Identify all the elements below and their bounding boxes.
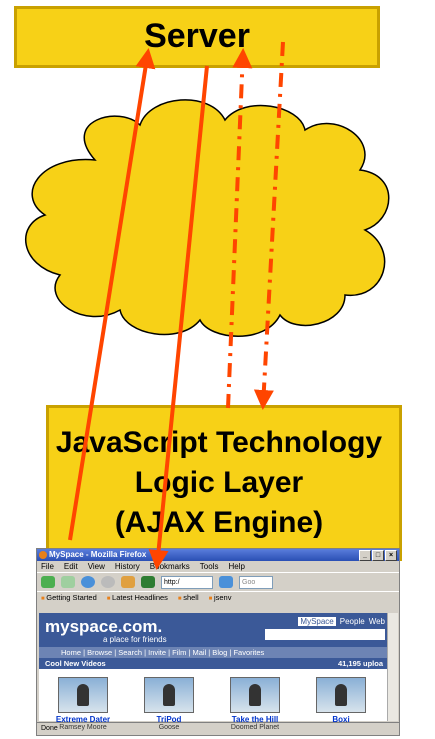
nav-toolbar: http:/ Goo [37, 572, 399, 591]
bookmarks-toolbar: Getting Started Latest Headlines shell j… [37, 591, 399, 604]
status-bar: Done [37, 722, 399, 735]
site-search-input[interactable] [265, 629, 385, 640]
go-icon[interactable] [219, 576, 233, 588]
maximize-button[interactable]: □ [372, 550, 384, 561]
page-content: myspace.com. a place for friends MySpace… [39, 613, 387, 731]
video-item[interactable]: Take the Hill Doomed Planet [219, 677, 291, 731]
search-tabs: MySpace People Web [298, 617, 385, 626]
video-author: Doomed Planet [230, 724, 280, 731]
myspace-header: myspace.com. a place for friends MySpace… [39, 613, 387, 647]
bookmark-icon[interactable] [141, 576, 155, 588]
bookmark-shell[interactable]: shell [178, 592, 198, 604]
video-title[interactable]: Take the Hill [231, 715, 279, 724]
stop-icon[interactable] [101, 576, 115, 588]
url-input[interactable]: http:/ [161, 575, 213, 589]
video-title[interactable]: Boxi [332, 715, 350, 724]
search-tab-myspace[interactable]: MySpace [298, 617, 336, 626]
vertical-scrollbar[interactable] [387, 613, 398, 721]
menu-file[interactable]: File [41, 562, 54, 571]
close-button[interactable]: × [385, 550, 397, 561]
browser-window: MySpace - Mozilla Firefox _ □ × File Edi… [36, 548, 400, 736]
myspace-tagline: a place for friends [103, 635, 167, 644]
menu-bar: File Edit View History Bookmarks Tools H… [37, 561, 399, 572]
engine-label-line3: (AJAX Engine) [114, 506, 324, 539]
menu-edit[interactable]: Edit [63, 562, 78, 571]
browser-title: MySpace - Mozilla Firefox [49, 550, 147, 559]
ajax-engine-box: JavaScript Technology Logic Layer (AJAX … [46, 405, 402, 561]
site-nav[interactable]: Home | Browse | Search | Invite | Film |… [39, 647, 387, 658]
video-title[interactable]: Extreme Dater [55, 715, 111, 724]
back-icon[interactable] [41, 576, 55, 588]
video-author: Goose [158, 724, 180, 731]
video-item[interactable]: Boxi [305, 677, 377, 731]
engine-label-line1: JavaScript Technology [55, 426, 383, 459]
video-thumbnail[interactable] [58, 677, 108, 713]
video-author: Ramsey Moore [59, 724, 107, 731]
server-label: Server [144, 17, 250, 55]
menu-view[interactable]: View [87, 562, 105, 571]
bookmark-jsenv[interactable]: jsenv [209, 592, 232, 604]
search-tab-people[interactable]: People [339, 617, 365, 626]
video-list: Extreme Dater Ramsey Moore TriPod Goose … [39, 669, 387, 731]
video-item[interactable]: Extreme Dater Ramsey Moore [47, 677, 119, 731]
myspace-logo[interactable]: myspace.com. [45, 617, 163, 636]
section-header: Cool New Videos 41,195 uploa [39, 658, 387, 669]
search-tab-web[interactable]: Web [368, 617, 385, 626]
video-item[interactable]: TriPod Goose [133, 677, 205, 731]
video-title[interactable]: TriPod [156, 715, 182, 724]
forward-icon[interactable] [61, 576, 75, 588]
upload-count: 41,195 uploa [337, 659, 383, 668]
video-thumbnail[interactable] [316, 677, 366, 713]
section-title: Cool New Videos [45, 659, 106, 668]
reload-icon[interactable] [81, 576, 95, 588]
video-thumbnail[interactable] [144, 677, 194, 713]
minimize-button[interactable]: _ [359, 550, 371, 561]
firefox-icon [39, 551, 47, 559]
home-icon[interactable] [121, 576, 135, 588]
engine-label-line2: Logic Layer [134, 466, 304, 499]
bookmark-latest-headlines[interactable]: Latest Headlines [107, 592, 168, 604]
video-thumbnail[interactable] [230, 677, 280, 713]
search-input[interactable]: Goo [239, 575, 273, 589]
server-box: Server [14, 6, 380, 68]
browser-titlebar: MySpace - Mozilla Firefox _ □ × [37, 549, 399, 561]
menu-tools[interactable]: Tools [199, 562, 219, 571]
menu-bookmarks[interactable]: Bookmarks [149, 562, 190, 571]
menu-history[interactable]: History [114, 562, 140, 571]
menu-help[interactable]: Help [228, 562, 245, 571]
bookmark-getting-started[interactable]: Getting Started [41, 592, 96, 604]
